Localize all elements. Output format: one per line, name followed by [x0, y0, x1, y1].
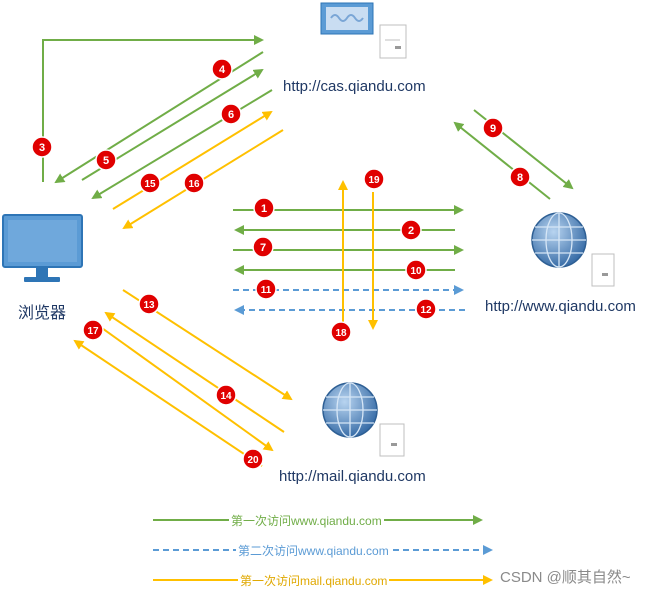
- step-number: 18: [335, 328, 347, 339]
- legend-label-yellow: 第一次访问mail.qiandu.com: [238, 572, 390, 589]
- monitor-icon: [2, 214, 83, 282]
- step-number: 11: [261, 285, 272, 296]
- watermark: CSDN @顺其自然~: [500, 569, 631, 586]
- step-badge-1: 1: [253, 197, 275, 219]
- step-number: 7: [260, 242, 266, 254]
- step-badge-16: 16: [183, 172, 205, 194]
- step-badge-8: 8: [509, 166, 531, 188]
- arrow-step-3: [42, 35, 264, 182]
- legend-label-green: 第一次访问www.qiandu.com: [229, 512, 384, 529]
- step-number: 12: [420, 305, 432, 316]
- arrow-step-15: [112, 110, 273, 210]
- step-number: 15: [144, 179, 156, 190]
- arrow-step-20: [73, 339, 263, 467]
- step-badge-18: 18: [330, 321, 352, 343]
- globe-icon: [531, 212, 615, 287]
- globe-icon: [322, 382, 405, 457]
- cas-server-icon: [320, 2, 407, 59]
- step-number: 14: [220, 391, 232, 402]
- legend-label-blue: 第二次访问www.qiandu.com: [236, 542, 391, 559]
- step-number: 1: [261, 203, 267, 215]
- step-badge-3: 3: [31, 136, 53, 158]
- step-number: 16: [188, 179, 200, 190]
- step-number: 3: [39, 142, 45, 154]
- step-number: 13: [143, 300, 155, 311]
- www-label: http://www.qiandu.com: [485, 298, 636, 315]
- mail-label: http://mail.qiandu.com: [279, 468, 426, 485]
- step-badge-10: 10: [405, 259, 427, 281]
- step-number: 6: [228, 109, 234, 121]
- step-badge-5: 5: [95, 149, 117, 171]
- step-badge-12: 12: [415, 298, 437, 320]
- step-badge-4: 4: [211, 58, 233, 80]
- arrow-step-6: [91, 89, 273, 200]
- step-number: 2: [408, 225, 414, 237]
- step-number: 9: [490, 123, 496, 135]
- step-badge-2: 2: [400, 219, 422, 241]
- step-number: 10: [410, 266, 422, 277]
- step-badge-20: 20: [242, 448, 264, 470]
- step-number: 17: [87, 326, 99, 337]
- step-badge-7: 7: [252, 236, 274, 258]
- step-number: 19: [368, 175, 380, 186]
- step-badge-9: 9: [482, 117, 504, 139]
- step-number: 5: [103, 155, 109, 167]
- step-number: 20: [247, 455, 259, 466]
- step-badge-17: 17: [82, 319, 104, 341]
- arrow-step-17: [94, 322, 274, 452]
- step-badge-11: 11: [255, 278, 277, 300]
- arrow-step-14: [104, 311, 285, 433]
- step-badge-14: 14: [215, 384, 237, 406]
- cas-label: http://cas.qiandu.com: [283, 78, 426, 95]
- browser-label: 浏览器: [18, 305, 67, 322]
- step-badge-6: 6: [220, 103, 242, 125]
- step-number: 4: [219, 64, 226, 76]
- arrow-step-9: [453, 121, 551, 200]
- step-badge-13: 13: [138, 293, 160, 315]
- step-number: 8: [517, 172, 523, 184]
- step-badge-19: 19: [363, 168, 385, 190]
- step-badge-15: 15: [139, 172, 161, 194]
